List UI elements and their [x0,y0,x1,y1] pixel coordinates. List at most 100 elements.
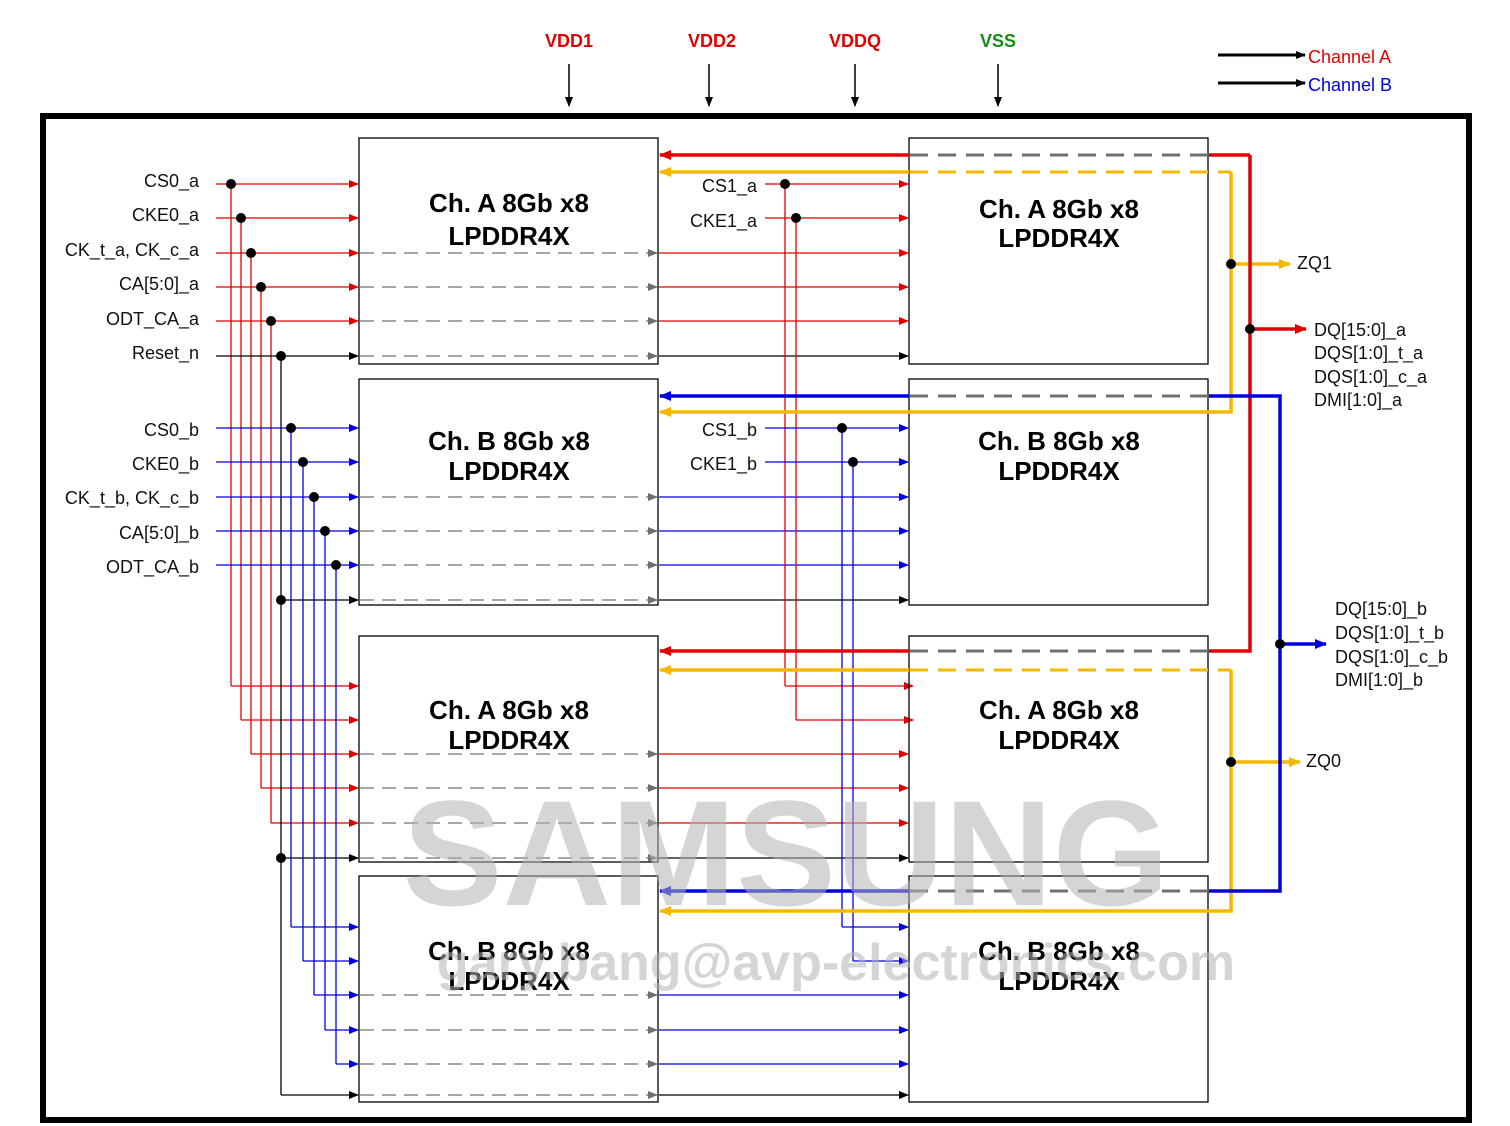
junction-dots [226,179,276,326]
junction-dot [1245,324,1255,334]
junction-dot [256,282,266,292]
chip-labels: Ch. A 8Gb x8 LPDDR4X Ch. A 8Gb x8 LPDDR4… [428,188,1140,996]
dram-die [908,378,1209,606]
junction-dot [837,423,847,433]
dram-die [358,635,659,863]
zq-dashed [910,170,1231,913]
signal-label: Reset_n [132,343,199,364]
junction-dot [848,457,858,467]
junction-dot [791,213,801,223]
mid-bus-channel-a [765,180,914,724]
dram-die [908,137,1209,365]
package-outline [40,113,1472,1123]
power-pin-label: VDD2 [688,31,736,51]
chip-title: Ch. A 8Gb x8 [979,194,1139,224]
chip-subtitle: LPDDR4X [448,725,570,755]
dq-label: DMI[1:0]_a [1314,390,1403,411]
right-signal-labels: ZQ1 ZQ0 DQ[15:0]_a DQS[1:0]_t_a DQS[1:0]… [1297,253,1448,771]
watermark-email: gary.bang@avp-electronics.com [437,934,1235,992]
zq-label: ZQ1 [1297,253,1332,273]
dram-dies [358,137,1209,1103]
signal-label: CA[5:0]_b [119,523,199,544]
chip-subtitle: LPDDR4X [998,725,1120,755]
junction-dot [780,179,790,189]
junction-dot [1226,259,1236,269]
right-junction-dots [1226,259,1285,767]
mid-signal-labels: CS1_a CKE1_a CS1_b CKE1_b [690,176,758,475]
legend-label-channel-b: Channel B [1308,75,1392,95]
watermark: SAMSUNG gary.bang@avp-electronics.com [403,769,1235,992]
dq-dashed [910,153,1208,893]
chip-title: Ch. A 8Gb x8 [429,188,589,218]
junction-dot [286,423,296,433]
dq-wire [1209,394,1282,893]
signal-label: CKE1_b [690,454,757,475]
signal-label: CS1_a [702,176,758,197]
legend: Channel A Channel B [1218,47,1392,95]
dram-die [358,137,659,365]
dq-label: DMI[1:0]_b [1335,670,1423,691]
dq-label: DQ[15:0]_b [1335,599,1427,620]
internal-dashed-wires [360,249,658,1099]
dq-bus-channel-a [659,150,1307,656]
signal-label: CK_t_a, CK_c_a [65,240,200,261]
reset-dots [276,351,286,863]
junction-dot [266,316,276,326]
legend-label-channel-a: Channel A [1308,47,1391,67]
junction-dot [226,179,236,189]
signal-label: CS1_b [702,420,757,441]
reset-bus [216,352,359,1099]
junction-dot [246,248,256,258]
power-pins: VDD1 VDD2 VDDQ VSS [545,31,1016,107]
signal-label: CK_t_b, CK_c_b [65,488,199,509]
chip-title: Ch. B 8Gb x8 [428,936,590,966]
junction-dot [298,457,308,467]
chip-title: Ch. A 8Gb x8 [429,695,589,725]
dq-wire [1209,155,1252,653]
dq-label: DQS[1:0]_c_b [1335,647,1448,668]
chip-subtitle: LPDDR4X [998,966,1120,996]
junction-dot [331,560,341,570]
signal-label: ODT_CA_b [106,557,199,578]
chip-subtitle: LPDDR4X [448,456,570,486]
junction-dot [276,853,286,863]
left-bus-channel-b [216,424,359,1068]
dq-label: DQS[1:0]_c_a [1314,367,1428,388]
chip-title: Ch. B 8Gb x8 [978,936,1140,966]
signal-label: CS0_b [144,420,199,441]
signal-label: CKE0_a [132,205,200,226]
chip-title: Ch. B 8Gb x8 [978,426,1140,456]
zq-label: ZQ0 [1306,751,1341,771]
junction-dot [236,213,246,223]
junction-dot [276,351,286,361]
dq-label: DQS[1:0]_t_a [1314,343,1424,364]
chip-subtitle: LPDDR4X [448,221,570,251]
chip-subtitle: LPDDR4X [998,223,1120,253]
signal-label: CS0_a [144,171,200,192]
zq-wire [659,172,1233,417]
pass-through-wires [659,249,909,1099]
signal-label: CKE1_a [690,211,758,232]
power-pin-label: VDD1 [545,31,593,51]
chip-title: Ch. A 8Gb x8 [979,695,1139,725]
power-pin-label: VDDQ [829,31,881,51]
dram-die [908,875,1209,1103]
junction-dot [309,492,319,502]
junction-dot [1226,757,1236,767]
dram-die [358,875,659,1103]
chip-title: Ch. B 8Gb x8 [428,426,590,456]
dq-label: DQS[1:0]_t_b [1335,623,1444,644]
left-signal-labels: CS0_a CKE0_a CK_t_a, CK_c_a CA[5:0]_a OD… [65,171,200,578]
dram-die [358,378,659,606]
junction-dots-b [286,423,341,570]
signal-label: CKE0_b [132,454,199,475]
mid-junction-dots [780,179,858,467]
signal-label: ODT_CA_a [106,309,200,330]
junction-dot [1275,639,1285,649]
signal-label: CA[5:0]_a [119,274,200,295]
chip-subtitle: LPDDR4X [998,456,1120,486]
mid-bus-channel-b [765,424,909,965]
dq-label: DQ[15:0]_a [1314,320,1407,341]
chip-subtitle: LPDDR4X [448,966,570,996]
